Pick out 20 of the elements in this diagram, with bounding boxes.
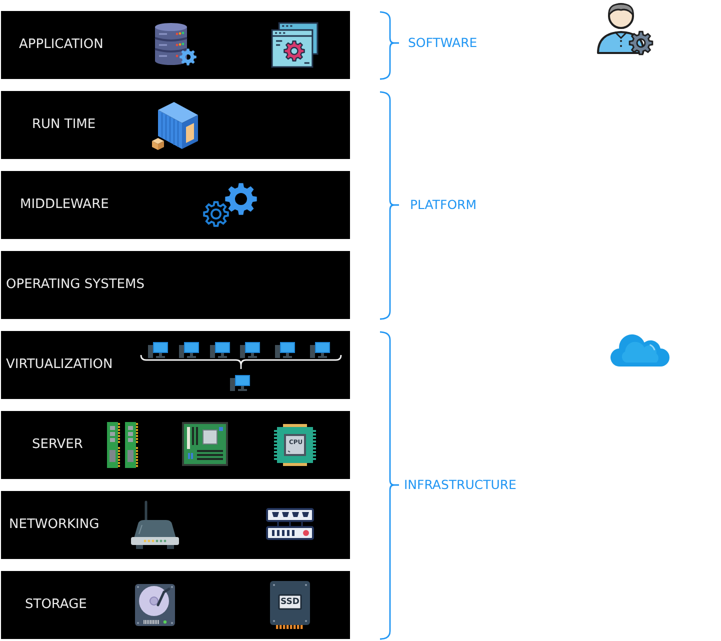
layer-name: APPLICATION — [19, 37, 104, 53]
group-label: SOFTWARE — [408, 35, 478, 51]
layer-bar — [1, 331, 350, 399]
drive-marking: SSD — [280, 596, 300, 609]
layer-name: SERVER — [32, 437, 83, 453]
layer-name: NETWORKING — [9, 517, 100, 533]
layer-bar — [1, 251, 350, 319]
layer-bar — [1, 411, 350, 479]
layer-bar — [1, 91, 350, 159]
layer-name: OPERATING SYSTEMS — [6, 277, 144, 293]
layer-name: RUN TIME — [32, 117, 96, 133]
layer-bar — [1, 11, 350, 79]
layer-bar — [1, 171, 350, 239]
layer-name: STORAGE — [25, 597, 87, 613]
layer-name: MIDDLEWARE — [20, 197, 109, 213]
layer-bar — [1, 571, 350, 639]
layer-bar — [1, 491, 350, 559]
group-label: PLATFORM — [410, 197, 477, 213]
group-label: INFRASTRUCTURE — [404, 477, 516, 493]
layer-name: VIRTUALIZATION — [6, 357, 113, 373]
